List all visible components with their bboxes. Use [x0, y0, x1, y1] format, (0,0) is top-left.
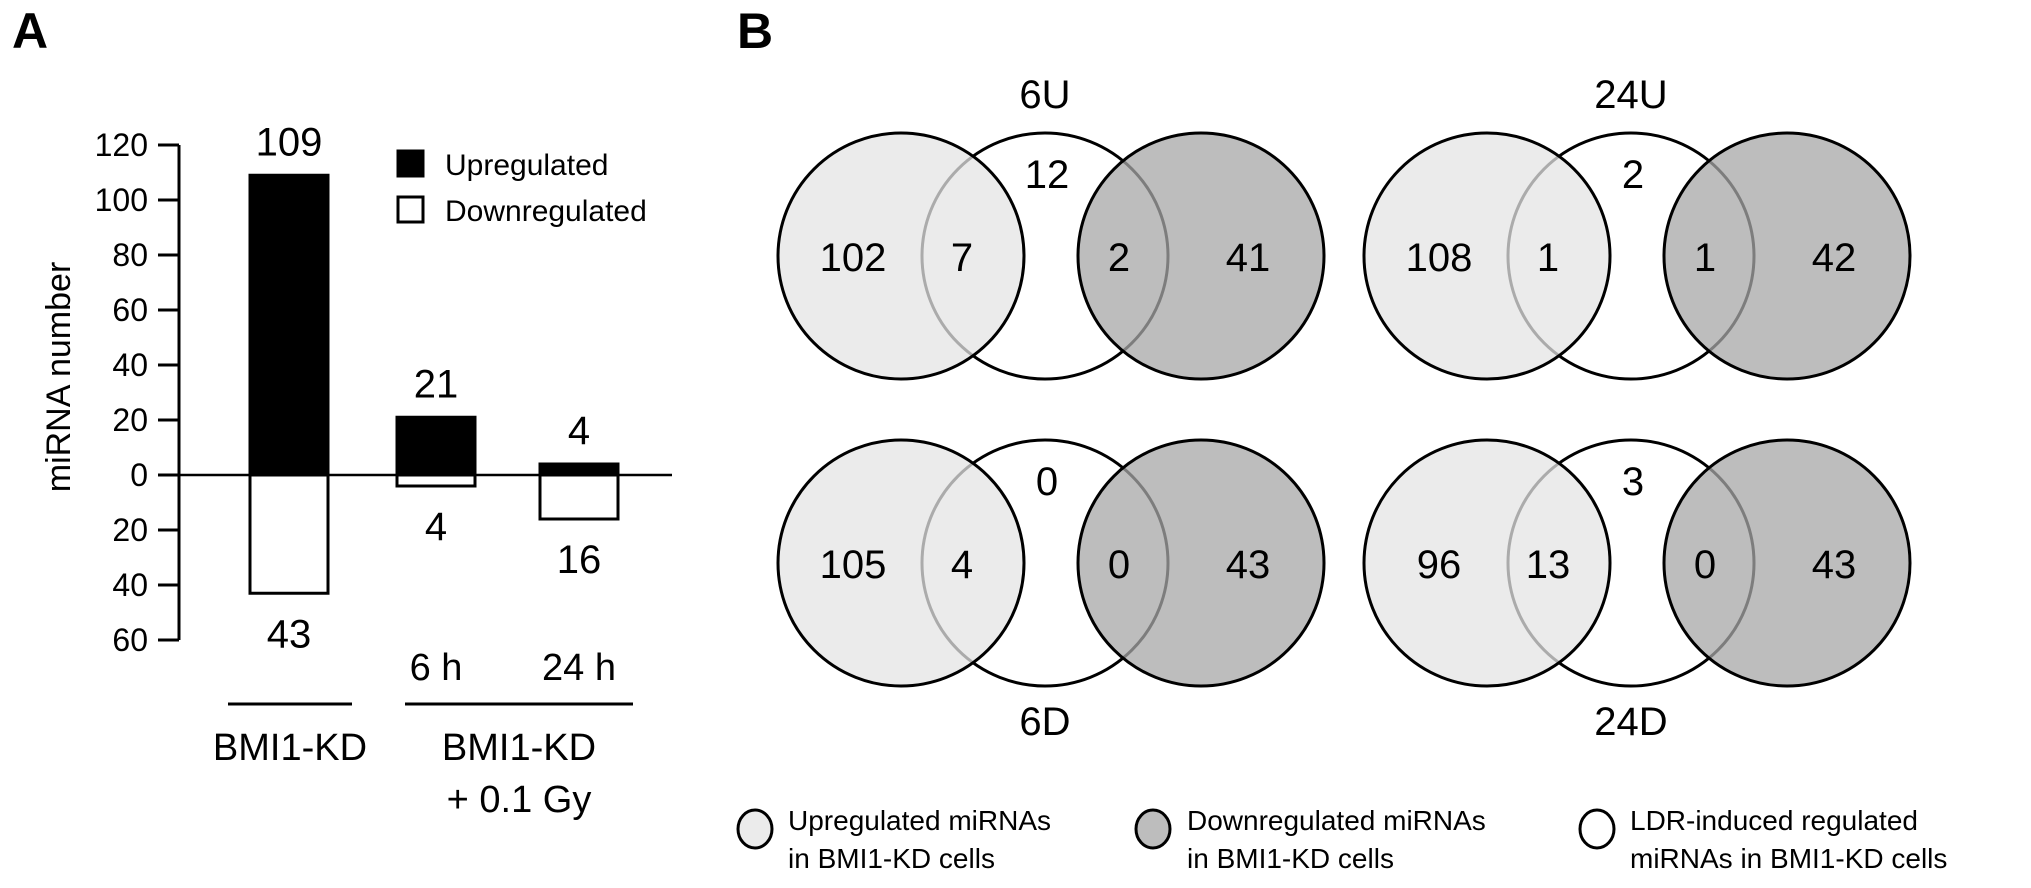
venn-title: 6D	[1019, 700, 1070, 744]
legend-text-downregulated: in BMI1-KD cells	[1187, 843, 1394, 874]
venn-count-ldr-down: 0	[1108, 543, 1130, 587]
legend-circle-downregulated	[1134, 808, 1172, 850]
venn-title: 6U	[1019, 73, 1070, 117]
venn-count-up-only: 108	[1406, 236, 1473, 280]
venn-title: 24D	[1594, 700, 1667, 744]
group-label: BMI1-KD	[213, 727, 367, 769]
venn-circle-upregulated	[776, 131, 1026, 381]
bar-chart: 120 100 80 60 40 20 0 20 40 60 miRNA number 109 21 4 4…	[40, 120, 672, 821]
venn-count-down-only: 43	[1812, 543, 1857, 587]
legend-text-upregulated: Upregulated miRNAs	[788, 805, 1051, 836]
legend-text-downregulated: Downregulated miRNAs	[1187, 805, 1486, 836]
venn-count-ldr-only: 0	[1036, 460, 1058, 504]
legend-swatch-upregulated	[396, 149, 425, 178]
bar-downregulated	[248, 473, 330, 595]
venn-circle-downregulated	[1076, 438, 1326, 688]
legend-swatch-downregulated	[396, 195, 425, 224]
bar-value-label-down: 4	[425, 505, 447, 549]
venn-circle-downregulated-fill	[1664, 440, 1910, 686]
venn-circle-downregulated	[1076, 131, 1326, 381]
bar-value-label-up: 4	[568, 409, 590, 453]
venn-count-up-ldr: 7	[951, 236, 973, 280]
bar-upregulated	[395, 415, 477, 477]
venn-count-up-ldr: 4	[951, 543, 973, 587]
venn-count-ldr-only: 2	[1622, 153, 1644, 197]
venn-circle-downregulated-fill	[1664, 133, 1910, 379]
y-tick-label: 60	[112, 292, 148, 328]
venn-count-down-only: 43	[1226, 543, 1271, 587]
venn-circle-downregulated	[1662, 438, 1912, 688]
legend-text-ldr: LDR-induced regulated	[1630, 805, 1918, 836]
y-axis-label: miRNA number	[40, 262, 78, 493]
venn-count-up-ldr: 13	[1526, 543, 1571, 587]
bar-downregulated	[395, 473, 477, 488]
y-tick-label: 60	[112, 622, 148, 658]
venn-circle-upregulated	[1362, 438, 1612, 688]
venn-count-up-only: 96	[1417, 543, 1462, 587]
venn-count-ldr-only: 12	[1025, 153, 1070, 197]
legend-text-upregulated: in BMI1-KD cells	[788, 843, 995, 874]
y-tick-label: 0	[130, 457, 148, 493]
venn-circle-downregulated	[1662, 131, 1912, 381]
bar-upregulated	[538, 462, 620, 477]
y-tick-label: 100	[95, 182, 148, 218]
bar-value-label-up: 21	[414, 362, 459, 406]
group-label: + 0.1 Gy	[447, 779, 592, 821]
venn-count-ldr-down: 2	[1108, 236, 1130, 280]
legend-label-downregulated: Downregulated	[445, 195, 647, 228]
legend-label-upregulated: Upregulated	[445, 149, 608, 182]
venn-title: 24U	[1594, 73, 1667, 117]
venn-circle-upregulated-fill	[1364, 440, 1610, 686]
venn-circle-upregulated-fill	[1364, 133, 1610, 379]
venn-circle-upregulated	[776, 438, 1026, 688]
y-tick-label: 40	[112, 567, 148, 603]
venn-count-ldr-only: 3	[1622, 460, 1644, 504]
venn-circle-upregulated	[1362, 131, 1612, 381]
venn-diagram-24d: 96 13 3 0 43 24D	[1362, 438, 1912, 744]
venn-circle-upregulated-fill	[778, 133, 1024, 379]
x-category-label: 6 h	[410, 647, 463, 689]
bar-value-label-up: 109	[256, 120, 323, 164]
bar-downregulated	[538, 473, 620, 521]
venn-count-down-only: 41	[1226, 236, 1271, 280]
venn-count-ldr-down: 0	[1694, 543, 1716, 587]
venn-count-ldr-down: 1	[1694, 236, 1716, 280]
venn-diagram-6d: 105 4 0 0 43 6D	[776, 438, 1326, 744]
panel-label-b: B	[737, 3, 773, 59]
legend-circle-upregulated	[736, 808, 774, 850]
venn-count-up-ldr: 1	[1537, 236, 1559, 280]
y-tick-label: 80	[112, 237, 148, 273]
y-tick-label: 20	[112, 402, 148, 438]
bar-value-label-down: 16	[557, 538, 602, 582]
venn-count-up-only: 102	[820, 236, 887, 280]
venn-circle-upregulated-fill	[778, 440, 1024, 686]
venn-circle-downregulated-fill	[1078, 133, 1324, 379]
legend-text-ldr: miRNAs in BMI1-KD cells	[1630, 843, 1947, 874]
legend-circle-ldr	[1578, 808, 1616, 850]
venn-count-up-only: 105	[820, 543, 887, 587]
venn-circle-downregulated-fill	[1078, 440, 1324, 686]
venn-legend: Upregulated miRNAs in BMI1-KD cells Downre…	[736, 805, 1947, 874]
venn-count-down-only: 42	[1812, 236, 1857, 280]
panel-label-a: A	[12, 3, 48, 59]
y-tick-label: 40	[112, 347, 148, 383]
group-label: BMI1-KD	[442, 727, 596, 769]
y-tick-label: 20	[112, 512, 148, 548]
x-category-label: 24 h	[542, 647, 616, 689]
bar-upregulated	[248, 173, 330, 477]
bar-value-label-down: 43	[267, 612, 312, 656]
venn-diagram-24u: 108 1 2 1 42 24U	[1362, 73, 1912, 381]
y-tick-label: 120	[95, 127, 148, 163]
venn-diagram-6u: 102 7 12 2 41 6U	[776, 73, 1326, 381]
